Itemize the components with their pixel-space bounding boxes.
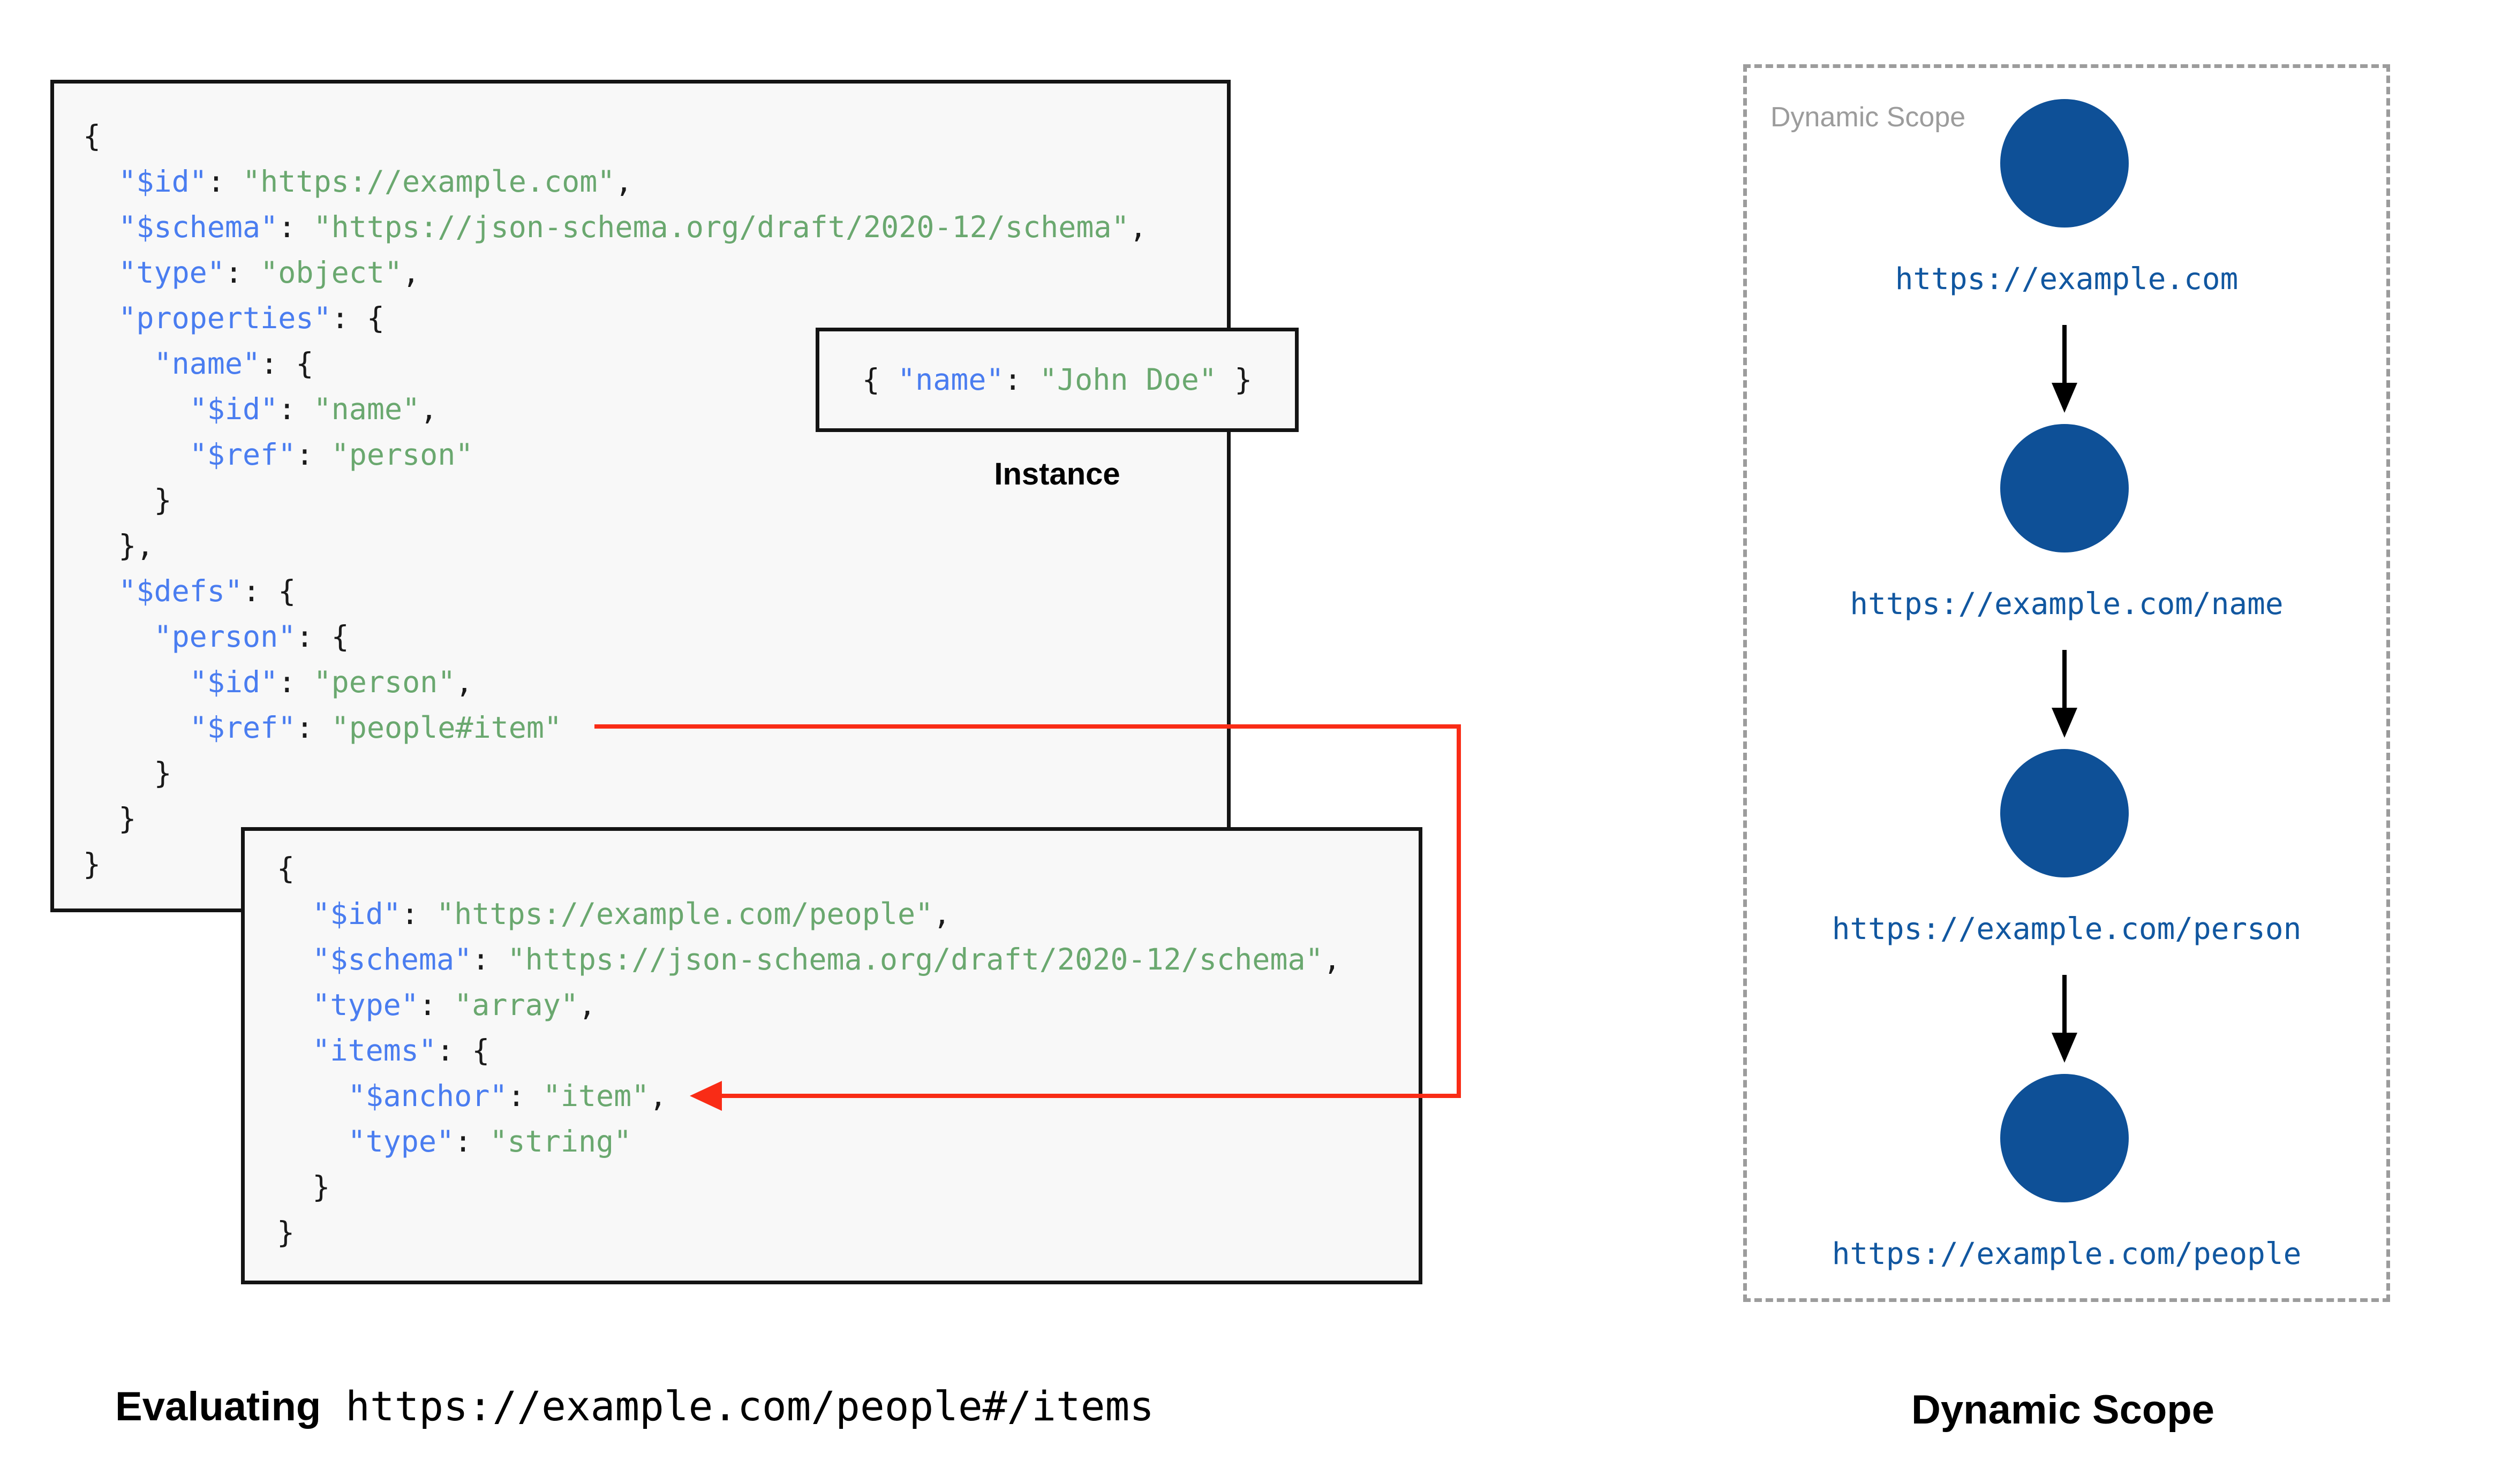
arrow-head [2052, 383, 2077, 413]
scope-down-arrow-icon [2052, 975, 2077, 1063]
code-line: "properties": { [118, 301, 385, 335]
scope-node-circle [2000, 1074, 2129, 1202]
code-line: "$ref": "people#item" [189, 710, 562, 745]
scope-node-url: https://example.com [1895, 262, 2239, 297]
dynamic-scope-panel: Dynamic Scope https://example.com https:… [1743, 64, 2390, 1302]
code-line: "$schema": "https://json-schema.org/draf… [312, 942, 1341, 976]
schema-root-code: { "$id": "https://example.com", "$schema… [54, 84, 1227, 887]
schema-root-box: { "$id": "https://example.com", "$schema… [50, 80, 1231, 912]
scope-down-arrow-icon [2052, 325, 2077, 413]
scope-node-circle [2000, 99, 2129, 228]
code-line: "$id": "name", [189, 392, 438, 426]
code-line: "name": { [154, 346, 314, 381]
ref-arrow-segment-top [594, 724, 1461, 729]
code-line: "$schema": "https://json-schema.org/draf… [118, 210, 1147, 244]
ref-arrow-segment-bottom [719, 1094, 1461, 1098]
code-line: "type": "object", [118, 255, 420, 290]
scope-node-circle [2000, 749, 2129, 877]
code-line: } [83, 756, 172, 790]
arrow-head [2052, 1033, 2077, 1063]
instance-label: Instance [994, 457, 1120, 491]
instance-box: { "name": "John Doe" } [816, 328, 1299, 432]
code-line: "$id": "https://example.com/people", [312, 897, 951, 931]
code-line: }, [83, 528, 154, 563]
evaluating-caption-label: Evaluating [115, 1384, 321, 1429]
code-line: "type": "string" [348, 1124, 632, 1159]
dynamic-scope-caption: Dynamic Scope [1911, 1387, 2214, 1433]
dynamic-scope-panel-title: Dynamic Scope [1770, 102, 1966, 133]
evaluating-caption-uri: https://example.com/people#/items [321, 1382, 1155, 1430]
code-line: { [277, 851, 295, 885]
code-line: "$ref": "person" [189, 437, 473, 472]
arrow-shaft [2062, 650, 2067, 710]
code-line: } [277, 1215, 295, 1250]
schema-people-box: { "$id": "https://example.com/people", "… [241, 827, 1422, 1284]
code-line: "$defs": { [118, 574, 296, 608]
code-line: } [83, 801, 137, 836]
arrow-shaft [2062, 325, 2067, 385]
code-line: { [83, 119, 101, 153]
code-line: "$id": "person", [189, 665, 473, 699]
ref-arrow-segment-vertical [1457, 724, 1461, 1098]
scope-down-arrow-icon [2052, 650, 2077, 738]
code-line: } [83, 847, 101, 881]
code-line: "$anchor": "item", [348, 1079, 667, 1113]
code-line: "person": { [154, 619, 349, 654]
code-line: "type": "array", [312, 988, 597, 1022]
scope-node-url: https://example.com/people [1832, 1237, 2302, 1271]
code-line: } [83, 483, 172, 517]
arrow-head [2052, 708, 2077, 738]
code-line: "items": { [312, 1033, 490, 1067]
instance-code: { "name": "John Doe" } [862, 362, 1253, 397]
schema-people-code: { "$id": "https://example.com/people", "… [245, 831, 1419, 1255]
scope-node-circle [2000, 424, 2129, 552]
scope-node-url: https://example.com/name [1850, 587, 2284, 622]
arrow-shaft [2062, 975, 2067, 1035]
evaluating-caption: Evaluating https://example.com/people#/i… [115, 1382, 1154, 1430]
ref-arrow-head-icon [690, 1081, 722, 1111]
code-line: "$id": "https://example.com", [118, 164, 633, 199]
scope-node-url: https://example.com/person [1832, 912, 2302, 947]
code-line: } [277, 1170, 330, 1204]
